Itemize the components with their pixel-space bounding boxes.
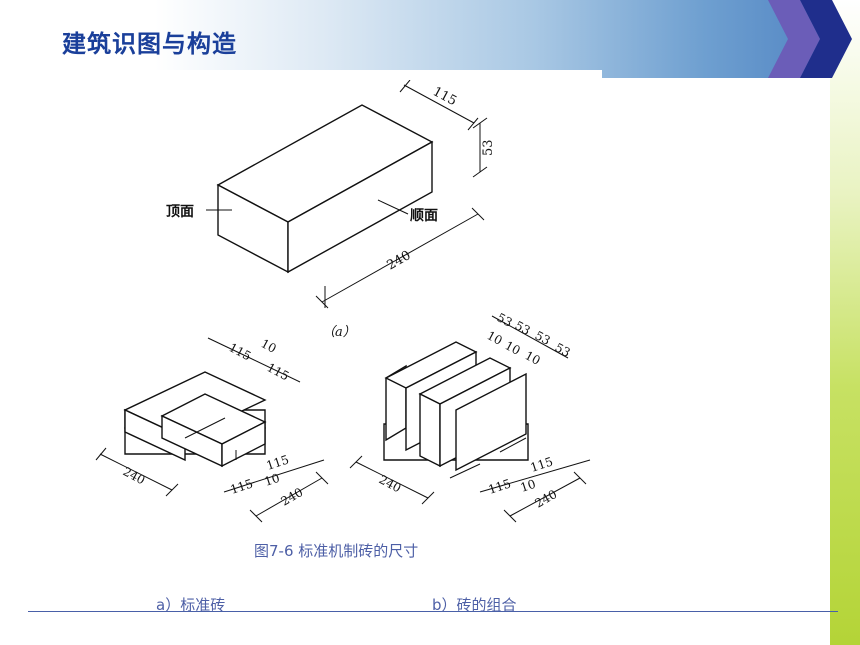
bottom-divider [28, 611, 838, 612]
dim-a-width: 115 [430, 84, 459, 109]
dim-left-side-gap: 10 [263, 471, 282, 489]
dim-right-len: 240 [377, 472, 404, 495]
dim-right-side-len: 240 [533, 487, 560, 511]
dim-left-top-a: 115 [227, 340, 254, 363]
dim-right-t2: 53 [513, 318, 533, 338]
dim-a-height: 53 [481, 139, 496, 156]
subcaption-b: b）砖的组合 [432, 596, 517, 614]
brick-combination-right [383, 341, 529, 479]
dim-left-top-gap: 10 [259, 336, 279, 356]
dim-left-len: 240 [121, 464, 148, 487]
dim-right-side-gap: 10 [519, 477, 538, 495]
dim-right-g2: 10 [503, 338, 523, 358]
dim-right-side-a: 115 [487, 476, 513, 496]
dim-right-g3: 10 [523, 348, 543, 368]
chevron-arrows-icon [768, 0, 852, 78]
dim-left-top-b: 115 [265, 360, 292, 383]
brick-single [216, 104, 434, 274]
dim-left-side-a: 115 [229, 476, 255, 496]
dim-right-t1: 53 [495, 310, 515, 330]
label-stretcher-face: 顺面 [410, 208, 438, 224]
dim-left-side-b: 115 [265, 452, 291, 472]
dim-right-side-b: 115 [529, 454, 555, 474]
subcaption-a: a）标准砖 [156, 596, 226, 614]
label-top-face: 顶面 [166, 204, 194, 220]
page-title: 建筑识图与构造 [62, 30, 237, 58]
dim-right-g1: 10 [485, 328, 505, 348]
header-underlay [40, 70, 602, 80]
dim-right-t3: 53 [533, 328, 553, 348]
header-band [0, 0, 860, 78]
brick-dimension-drawing: 顶面 顺面 （a） 115 53 240 10 115 115 240 115 … [95, 80, 591, 523]
figure-caption: 图7-6 标准机制砖的尺寸 [254, 542, 419, 560]
dim-a-length: 240 [385, 248, 414, 273]
right-accent-strip [830, 0, 860, 645]
label-figure-a: （a） [322, 324, 356, 340]
dim-right-t4: 53 [553, 340, 573, 360]
dim-left-side-len: 240 [279, 485, 306, 509]
brick-combination-left [123, 371, 267, 468]
